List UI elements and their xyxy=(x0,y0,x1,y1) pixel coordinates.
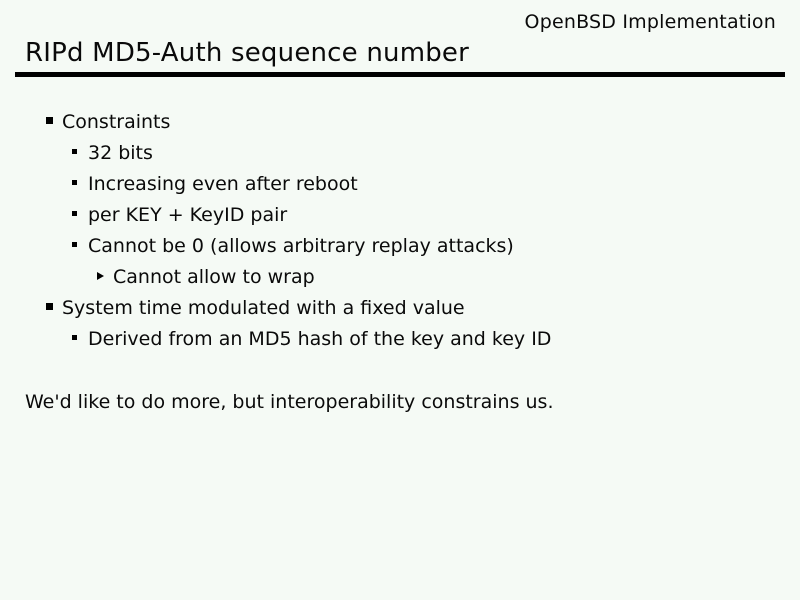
bullet-text: Constraints xyxy=(62,110,171,133)
bullet-item: Cannot be 0 (allows arbitrary replay att… xyxy=(0,230,800,261)
bullet-item: System time modulated with a fixed value xyxy=(0,292,800,323)
bullet-text: Increasing even after reboot xyxy=(88,172,358,195)
bullet-text: Derived from an MD5 hash of the key and … xyxy=(88,327,552,350)
square-bullet-icon xyxy=(46,302,53,310)
square-bullet-icon xyxy=(72,148,77,154)
triangle-bullet-icon xyxy=(97,271,104,280)
bullet-text: Cannot be 0 (allows arbitrary replay att… xyxy=(88,234,514,257)
slide-header: OpenBSD Implementation xyxy=(524,11,776,33)
bullet-text: 32 bits xyxy=(88,141,153,164)
bullet-item: per KEY + KeyID pair xyxy=(0,199,800,230)
square-bullet-icon xyxy=(46,116,53,124)
page-title: RIPd MD5-Auth sequence number xyxy=(25,38,470,68)
closing-note: We'd like to do more, but interoperabili… xyxy=(25,391,554,413)
square-bullet-icon xyxy=(72,241,77,247)
bullet-item: Increasing even after reboot xyxy=(0,168,800,199)
square-bullet-icon xyxy=(72,334,77,340)
bullet-text: System time modulated with a fixed value xyxy=(62,296,465,319)
title-divider xyxy=(15,72,785,77)
square-bullet-icon xyxy=(72,210,77,216)
bullet-text: per KEY + KeyID pair xyxy=(88,203,288,226)
bullet-item: 32 bits xyxy=(0,137,800,168)
bullet-item: Constraints xyxy=(0,106,800,137)
bullet-item: Cannot allow to wrap xyxy=(0,261,800,292)
bullet-item: Derived from an MD5 hash of the key and … xyxy=(0,323,800,354)
square-bullet-icon xyxy=(72,179,77,185)
bullet-text: Cannot allow to wrap xyxy=(113,265,315,288)
